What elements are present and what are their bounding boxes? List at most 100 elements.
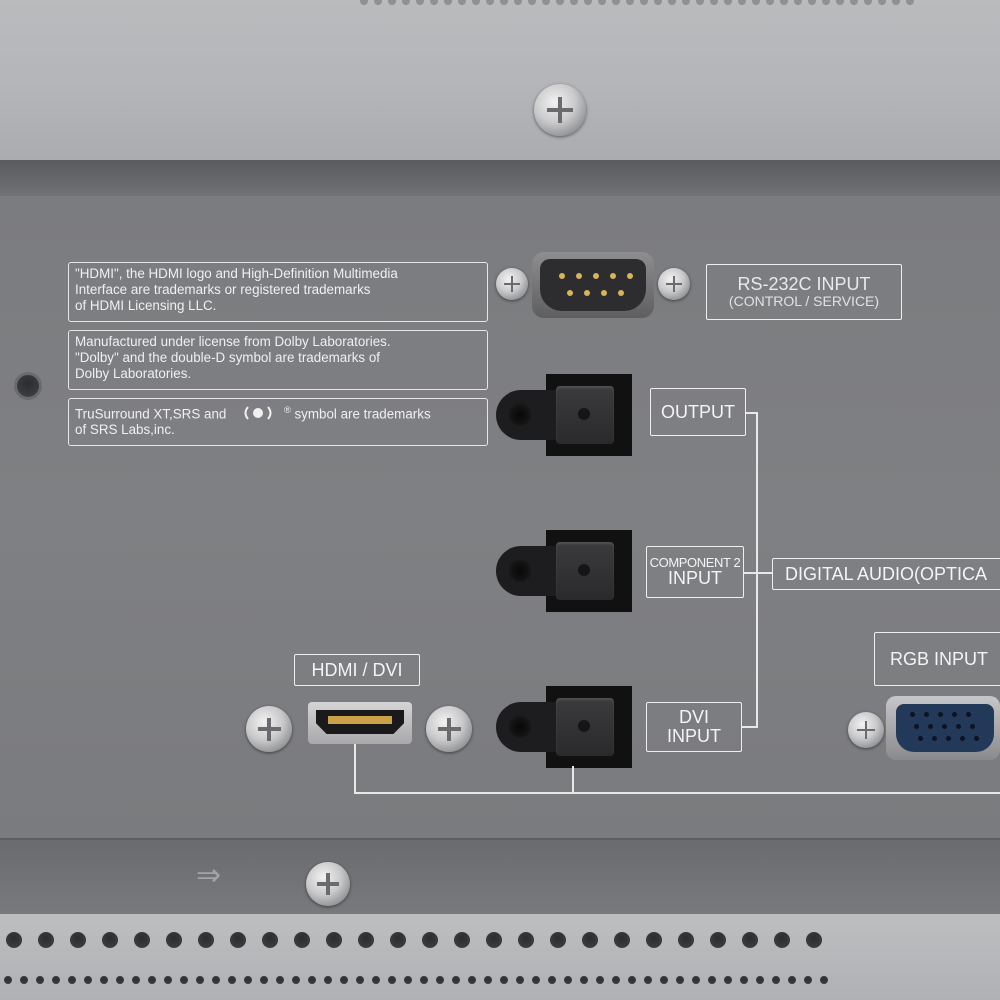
output-label: OUTPUT xyxy=(650,388,746,436)
vent-slot-icon xyxy=(340,976,348,984)
vent-slot-icon xyxy=(68,976,76,984)
vent-slot-icon xyxy=(180,976,188,984)
rs232-right-screw-icon xyxy=(658,268,690,300)
vent-slot-icon xyxy=(612,976,620,984)
vga-port[interactable] xyxy=(886,696,1000,760)
vent-slot-icon xyxy=(676,976,684,984)
rs232c-subtitle: (CONTROL / SERVICE) xyxy=(728,293,880,310)
vent-hole-icon xyxy=(582,932,598,948)
bottom-lip: ⇒ xyxy=(0,838,1000,916)
arrow-icon: ⇒ xyxy=(196,859,222,892)
vent-hole-icon xyxy=(6,932,22,948)
top-vent-hole-icon xyxy=(654,0,662,5)
top-vent-hole-icon xyxy=(472,0,480,5)
vent-slot-icon xyxy=(436,976,444,984)
top-vent-hole-icon xyxy=(416,0,424,5)
vent-slot-icon xyxy=(212,976,220,984)
optical-component2-port[interactable] xyxy=(496,530,632,612)
vent-slot-icon xyxy=(244,976,252,984)
vent-slot-icon xyxy=(404,976,412,984)
vent-hole-icon xyxy=(806,932,822,948)
hdmi-dvi-text: HDMI / DVI xyxy=(311,659,403,680)
vent-slot-icon xyxy=(100,976,108,984)
hdmi-right-screw-icon xyxy=(426,706,472,752)
top-vent-hole-icon xyxy=(402,0,410,5)
top-vent-hole-icon xyxy=(374,0,382,5)
vent-slot-icon xyxy=(532,976,540,984)
vent-slot-icon xyxy=(116,976,124,984)
mounting-hole-icon xyxy=(14,372,42,400)
top-screw-icon xyxy=(534,84,586,136)
vent-hole-icon xyxy=(454,932,470,948)
rs232c-input-label: RS-232C INPUT (CONTROL / SERVICE) xyxy=(706,264,902,320)
vent-slot-icon xyxy=(4,976,12,984)
vent-hole-icon xyxy=(326,932,342,948)
top-vent-hole-icon xyxy=(458,0,466,5)
vent-hole-icon xyxy=(294,932,310,948)
top-vent-hole-icon xyxy=(584,0,592,5)
vent-slot-icon xyxy=(388,976,396,984)
top-vent-hole-icon xyxy=(612,0,620,5)
vent-slot-icon xyxy=(52,976,60,984)
vent-slot-icon xyxy=(36,976,44,984)
vent-slot-icon xyxy=(452,976,460,984)
top-vent-hole-icon xyxy=(766,0,774,5)
vent-hole-icon xyxy=(422,932,438,948)
hdmi-wire xyxy=(572,766,574,794)
vent-hole-icon xyxy=(550,932,566,948)
vent-slot-icon xyxy=(804,976,812,984)
vga-screw-icon xyxy=(848,712,884,748)
vent-hole-icon xyxy=(262,932,278,948)
vent-slot-icon xyxy=(228,976,236,984)
vent-slot-icon xyxy=(132,976,140,984)
hdmi-wire xyxy=(354,744,356,794)
vent-slot-icon xyxy=(772,976,780,984)
top-vent-hole-icon xyxy=(500,0,508,5)
optical-output-port[interactable] xyxy=(496,374,632,456)
vent-hole-icon xyxy=(774,932,790,948)
vent-slot-icon xyxy=(788,976,796,984)
vent-slot-icon xyxy=(580,976,588,984)
hdmi-port[interactable] xyxy=(308,702,412,744)
vent-slot-icon xyxy=(356,976,364,984)
vent-slot-icon xyxy=(196,976,204,984)
hdmi-dvi-label: HDMI / DVI xyxy=(294,654,420,686)
top-vent-hole-icon xyxy=(528,0,536,5)
registered-mark: ® xyxy=(284,405,291,415)
top-vent-hole-icon xyxy=(430,0,438,5)
top-vent-hole-icon xyxy=(808,0,816,5)
top-vent-hole-icon xyxy=(360,0,368,5)
top-vent-hole-icon xyxy=(640,0,648,5)
vent-slot-icon xyxy=(644,976,652,984)
top-vent-hole-icon xyxy=(444,0,452,5)
vent-slot-icon xyxy=(276,976,284,984)
top-vent-hole-icon xyxy=(864,0,872,5)
top-vent-hole-icon xyxy=(878,0,886,5)
vent-slot-icon xyxy=(820,976,828,984)
top-vent-hole-icon xyxy=(892,0,900,5)
vent-hole-icon xyxy=(166,932,182,948)
bracket-wire xyxy=(744,572,772,574)
vent-slot-icon xyxy=(740,976,748,984)
top-vent-hole-icon xyxy=(850,0,858,5)
vent-hole-icon xyxy=(102,932,118,948)
vent-hole-icon xyxy=(742,932,758,948)
vent-hole-icon xyxy=(486,932,502,948)
top-lip xyxy=(0,160,1000,196)
rs232c-port[interactable] xyxy=(532,252,654,318)
rgb-input-text: RGB INPUT xyxy=(889,648,988,669)
srs-notice-text-c: of SRS Labs,inc. xyxy=(75,422,175,438)
optical-dvi-port[interactable] xyxy=(496,686,632,768)
vent-slot-icon xyxy=(564,976,572,984)
vent-slot-icon xyxy=(692,976,700,984)
vent-hole-icon xyxy=(230,932,246,948)
component2-input-text: INPUT xyxy=(668,568,722,589)
top-vent-hole-icon xyxy=(906,0,914,5)
hdmi-trademark-notice: "HDMI", the HDMI logo and High-Definitio… xyxy=(68,262,488,322)
vent-slot-icon xyxy=(484,976,492,984)
digital-audio-label: DIGITAL AUDIO(OPTICA xyxy=(772,558,1000,590)
vent-slot-icon xyxy=(84,976,92,984)
output-text: OUTPUT xyxy=(661,401,735,422)
vent-hole-icon xyxy=(614,932,630,948)
srs-notice-text-a: TruSurround XT,SRS and xyxy=(75,406,227,422)
